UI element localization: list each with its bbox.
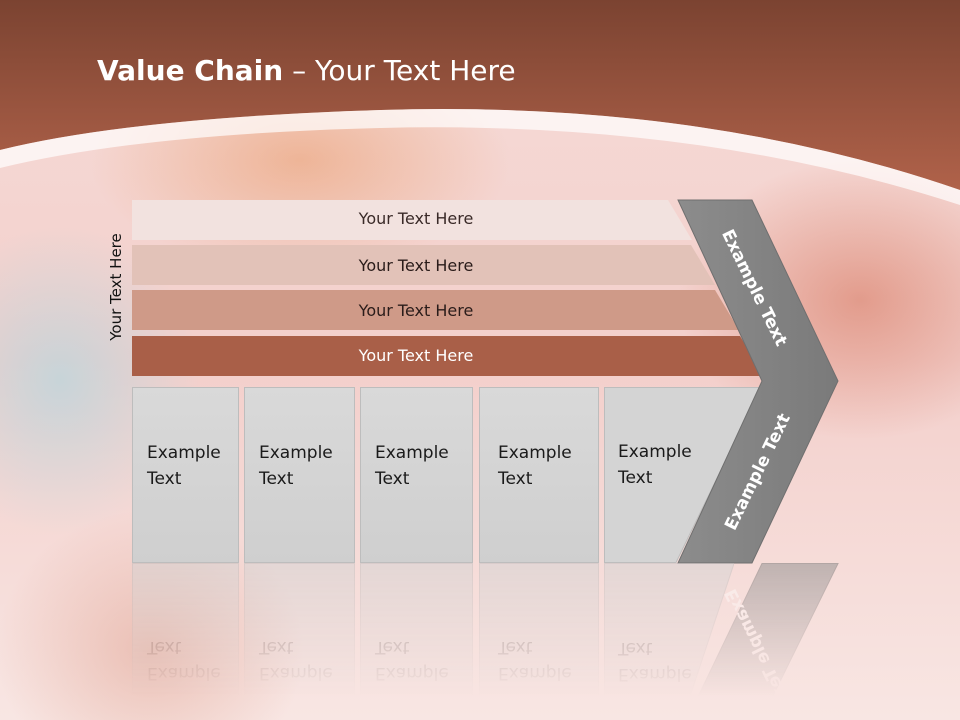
box-2-line2: Text: [259, 469, 294, 489]
side-label: Your Text Here: [107, 233, 125, 341]
box-5-line2: Text: [618, 468, 653, 488]
reflection-box-5-shape: [604, 563, 734, 720]
box-4-line2: Text: [498, 469, 533, 489]
box-2-line1: Example: [259, 443, 333, 463]
slide-title: Value Chain – Your Text Here: [97, 54, 516, 87]
bar-4: [132, 336, 764, 376]
bar-2: [132, 245, 715, 285]
title-rest: – Your Text Here: [283, 54, 516, 87]
box-1-line1: Example: [147, 443, 221, 463]
title-bold: Value Chain: [97, 54, 284, 87]
box-4-line1: Example: [498, 443, 572, 463]
box-3-line1: Example: [375, 443, 449, 463]
box-3-line2: Text: [375, 469, 410, 489]
box-1-line2: Text: [147, 469, 182, 489]
bar-1: [132, 200, 692, 240]
bar-4-label: Your Text Here: [358, 346, 474, 365]
bar-2-label: Your Text Here: [358, 256, 474, 275]
bar-3-label: Your Text Here: [358, 301, 474, 320]
reflection-chevron: [677, 563, 839, 720]
bar-3: [132, 290, 739, 330]
box-5-line1: Example: [618, 442, 692, 462]
header-band: [0, 0, 960, 205]
bar-1-label: Your Text Here: [358, 209, 474, 228]
